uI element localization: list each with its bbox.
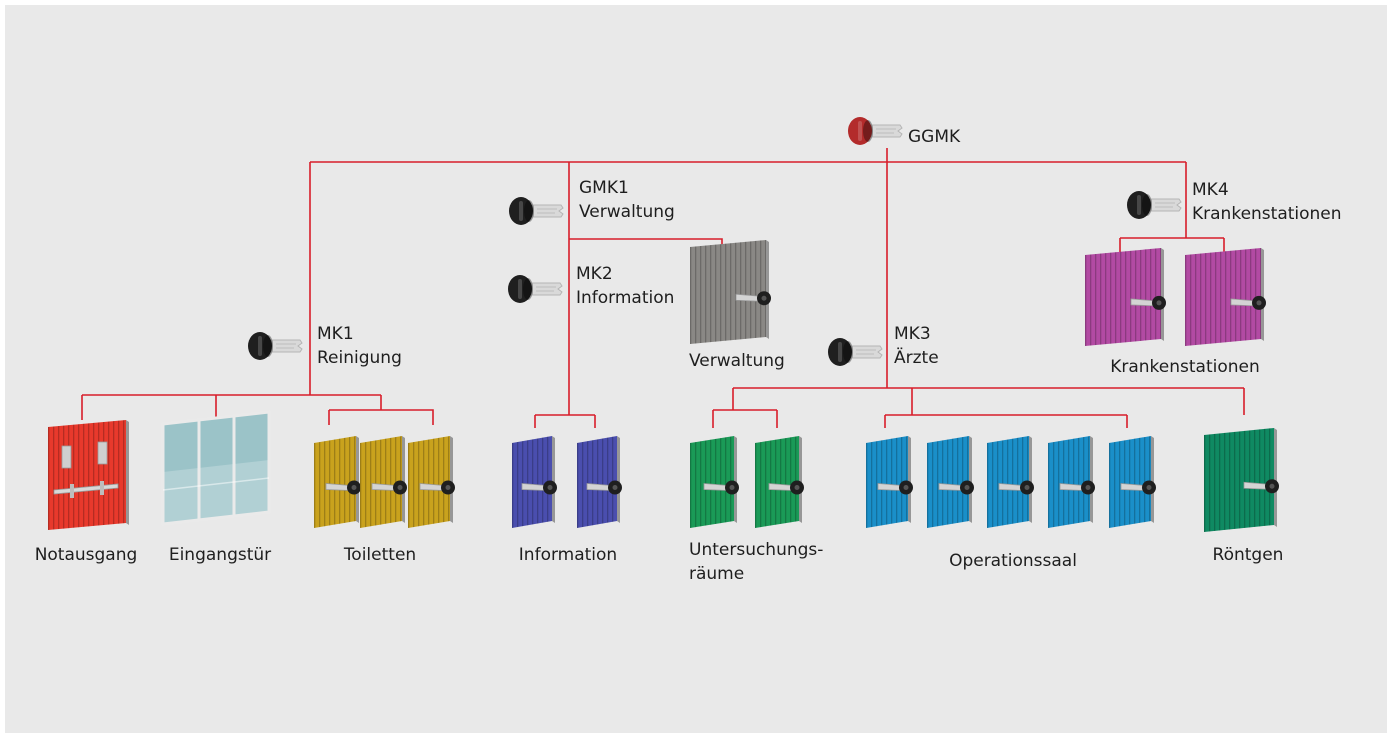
mk1-code: MK1	[317, 324, 354, 344]
door-label-krankenstationen: Krankenstationen	[1110, 357, 1260, 377]
key-icon-mk1	[248, 332, 303, 360]
door-notausgang	[48, 420, 129, 530]
gmk1-name: Verwaltung	[579, 202, 675, 222]
door-untersuchungsraeume-1	[690, 436, 739, 528]
door-verwaltung	[690, 240, 771, 344]
door-operationssaal-4	[1048, 436, 1095, 528]
door-operationssaal-3	[987, 436, 1034, 528]
door-label-roentgen: Röntgen	[1212, 545, 1284, 565]
key-label-mk3: MK3 Ärzte	[894, 322, 939, 370]
doors	[48, 240, 1279, 532]
door-krankenstationen-1	[1085, 248, 1166, 346]
master-key-icon-ggmk	[848, 117, 903, 145]
keys	[248, 117, 1182, 366]
mk4-code: MK4	[1192, 180, 1229, 200]
door-label-untersuchungsraeume: Untersuchungs- räume	[689, 538, 823, 586]
key-label-mk1: MK1 Reinigung	[317, 322, 402, 370]
key-label-gmk1: GMK1 Verwaltung	[579, 176, 675, 224]
key-label-mk2: MK2 Information	[576, 262, 674, 310]
mk3-code: MK3	[894, 324, 931, 344]
gmk1-code: GMK1	[579, 178, 629, 198]
door-information-2	[577, 436, 622, 528]
door-label-information: Information	[518, 545, 618, 565]
mk2-name: Information	[576, 288, 675, 308]
door-untersuchungsraeume-2	[755, 436, 804, 528]
door-label-operationssaal: Operationssaal	[949, 551, 1077, 571]
door-operationssaal-5	[1109, 436, 1156, 528]
mk4-name: Krankenstationen	[1192, 204, 1342, 224]
line-toiletten-bar	[329, 409, 434, 425]
door-operationssaal-2	[927, 436, 974, 528]
key-icon-mk2	[508, 275, 563, 303]
door-toiletten-3	[408, 436, 455, 528]
ggmk-label: GGMK	[908, 127, 961, 147]
untersuchung-line2: räume	[689, 564, 745, 584]
door-label-toiletten: Toiletten	[343, 545, 417, 565]
door-label-verwaltung: Verwaltung	[689, 351, 785, 371]
door-eingangstuer	[161, 410, 271, 526]
untersuchung-line1: Untersuchungs-	[689, 540, 824, 560]
door-roentgen	[1204, 428, 1279, 532]
key-label-mk4: MK4 Krankenstationen	[1192, 178, 1342, 226]
key-icon-mk3	[828, 338, 883, 366]
mk1-name: Reinigung	[317, 348, 402, 368]
door-krankenstationen-2	[1185, 248, 1266, 346]
door-toiletten-1	[314, 436, 361, 528]
key-icon-mk4	[1127, 191, 1182, 219]
key-label-ggmk: GGMK	[908, 125, 960, 149]
key-icon-gmk1	[509, 197, 564, 225]
mk3-name: Ärzte	[894, 348, 939, 368]
diagram-background	[5, 5, 1387, 733]
door-toiletten-2	[360, 436, 407, 528]
door-label-eingangstuer: Eingangstür	[168, 545, 272, 565]
door-label-notausgang: Notausgang	[34, 545, 138, 565]
mk2-code: MK2	[576, 264, 613, 284]
door-information-1	[512, 436, 557, 528]
door-operationssaal-1	[866, 436, 913, 528]
